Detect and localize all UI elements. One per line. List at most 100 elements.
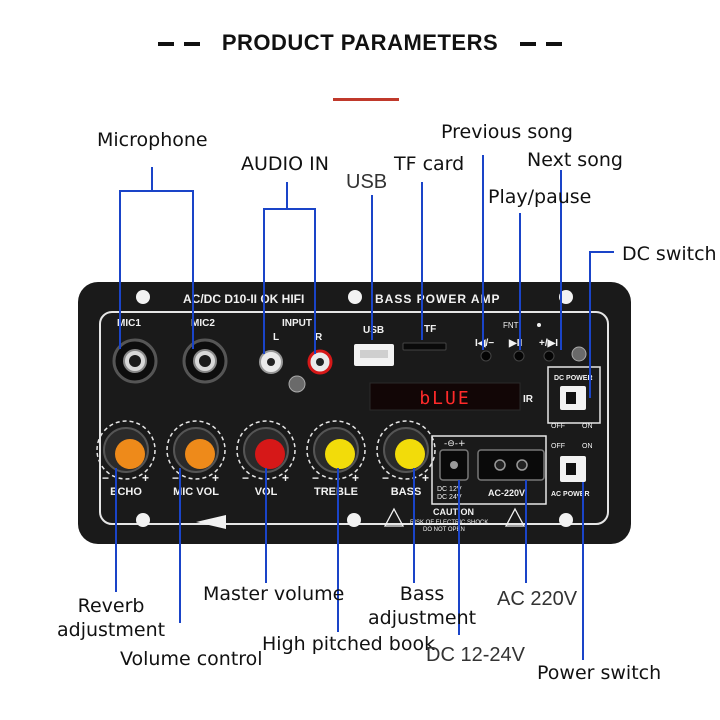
arrow-decoration-icon (196, 515, 226, 529)
dc-spec-24v: DC 24V (437, 494, 462, 501)
callout-master-volume: Master volume (203, 583, 345, 605)
title-dash (158, 42, 175, 47)
knob-minus-label: − (102, 471, 109, 485)
title-dash (184, 42, 201, 47)
callout-volume-control: Volume control (120, 648, 263, 670)
callout-high-pitched: High pitched book (262, 633, 436, 655)
knob-plus-label: + (142, 471, 149, 485)
input-label: INPUT (282, 318, 312, 329)
next-button[interactable] (543, 350, 555, 362)
rca-left-jack[interactable] (259, 350, 283, 374)
mic1-jack[interactable] (112, 338, 158, 384)
leader-dc-switch (589, 251, 614, 398)
accent-line (333, 98, 399, 101)
callout-usb: USB (346, 171, 388, 193)
leader-lines (115, 155, 614, 660)
dc-power-label: DC POWER (554, 375, 593, 382)
mount-hole (347, 513, 361, 527)
callout-microphone: Microphone (97, 129, 208, 151)
vol-knob[interactable] (236, 420, 296, 480)
ac-socket-pin (516, 459, 528, 471)
mic2-jack[interactable] (182, 338, 228, 384)
knob-plus-label: + (352, 471, 359, 485)
dc-switch-rocker (566, 392, 576, 404)
callout-bass: Bass adjustment (368, 583, 477, 629)
mic-vol-knob-label: MIC VOL (173, 486, 219, 498)
knob-minus-label: − (312, 471, 319, 485)
mount-hole (559, 513, 573, 527)
caution-line-2: DO NOT OPEN (423, 527, 465, 533)
bass-knob-label: BASS (391, 486, 422, 498)
callout-dc-switch: DC switch (622, 243, 717, 265)
led-display (369, 382, 521, 411)
screw-icon (571, 346, 587, 362)
leader-audio-in (263, 182, 288, 354)
caution-title: CAUTION (433, 507, 474, 517)
dc-off-label: OFF (551, 423, 565, 430)
tf-card-slot[interactable] (402, 342, 447, 351)
knob-minus-label: − (382, 471, 389, 485)
screw-icon (288, 375, 306, 393)
usb-port-label: USB (363, 325, 384, 336)
callout-power-switch: Power switch (537, 662, 662, 684)
callout-previous-song: Previous song (441, 121, 573, 143)
input-r-label: R (315, 332, 323, 343)
warning-icon (504, 507, 526, 527)
knob-minus-label: − (242, 471, 249, 485)
knob-scale-ring (376, 420, 436, 480)
echo-knob-label: ECHO (110, 486, 142, 498)
callout-play-pause: Play/pause (488, 186, 592, 208)
panel-model-label: AC/DC D10-II OK HIFI (183, 292, 304, 306)
title-text: PRODUCT PARAMETERS (221, 30, 499, 55)
leader-microphone (119, 167, 153, 349)
title-dash (545, 42, 562, 47)
prev-button[interactable] (480, 350, 492, 362)
callout-next-song: Next song (527, 149, 623, 171)
title-dash (519, 42, 536, 47)
callout-tf-card: TF card (394, 153, 465, 175)
play-pause-button[interactable] (513, 350, 525, 362)
knob-cap (395, 439, 425, 469)
ac-switch-rocker (566, 463, 576, 475)
ac-input-socket[interactable] (477, 449, 545, 481)
dc-spec-12v: DC 12V (437, 486, 462, 493)
fnt-indicator (537, 323, 541, 327)
knob-cap (185, 439, 215, 469)
ac-socket-pin (494, 459, 506, 471)
knob-cap (255, 439, 285, 469)
fnt-label: FNT (503, 321, 519, 330)
warning-icon (383, 507, 405, 527)
bass-knob[interactable] (376, 420, 436, 480)
ac-on-label: ON (582, 443, 593, 450)
mic2-label: MIC2 (191, 318, 215, 329)
ac-socket-label: AC-220V (488, 488, 525, 498)
rca-right-jack[interactable] (307, 349, 333, 375)
leader-microphone-2 (152, 190, 194, 349)
mount-hole (136, 290, 150, 304)
knob-minus-label: − (172, 471, 179, 485)
echo-knob[interactable] (96, 420, 156, 480)
knob-plus-label: + (422, 471, 429, 485)
knob-plus-label: + (282, 471, 289, 485)
next-button-label: +/▶I (539, 338, 558, 349)
caution-line-1: RISK OF ELECTRIC SHOCK (410, 520, 488, 526)
treble-knob-label: TREBLE (314, 486, 358, 498)
dc-switch-frame (547, 366, 601, 424)
leader-audio-in-2 (287, 208, 316, 354)
power-section-frame (431, 435, 547, 505)
callout-reverb: Reverb adjustment (57, 595, 166, 641)
mic1-label: MIC1 (117, 318, 141, 329)
mount-hole (136, 513, 150, 527)
callout-dc-voltage: DC 12-24V (426, 644, 525, 666)
callout-audio-in: AUDIO IN (241, 153, 329, 175)
display-text: bLUE (419, 388, 470, 409)
prev-button-label: I◀/− (475, 338, 494, 349)
input-l-label: L (273, 332, 279, 343)
panel-brand-label: BASS POWER AMP (375, 292, 501, 306)
treble-knob[interactable] (306, 420, 366, 480)
dc-jack-pin (450, 461, 458, 469)
knob-scale-ring (306, 420, 366, 480)
mic-vol-knob[interactable] (166, 420, 226, 480)
knob-plus-label: + (212, 471, 219, 485)
